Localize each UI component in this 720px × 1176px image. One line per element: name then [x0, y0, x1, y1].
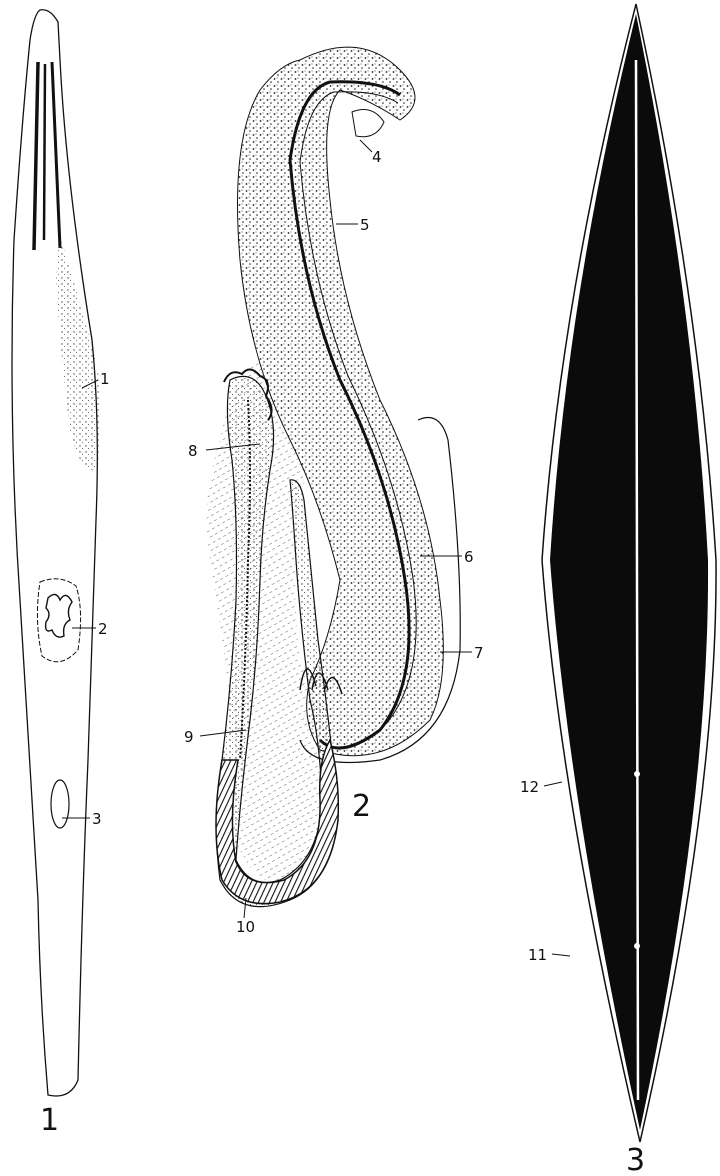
stylet-center [44, 64, 45, 240]
leader-line-4 [360, 140, 372, 152]
figure-1-worm: 1 2 3 1 [12, 10, 110, 1138]
oval-organ [51, 780, 69, 828]
callout-12: 12 [520, 778, 539, 796]
figure-2-label: 2 [352, 789, 371, 824]
figure-3-spindle: 11 12 3 [520, 4, 716, 1176]
callout-3: 3 [92, 810, 102, 828]
callout-1: 1 [100, 370, 110, 388]
callout-9: 9 [184, 728, 194, 746]
figure-1-label: 1 [40, 1103, 59, 1138]
leader-line-12 [544, 782, 562, 786]
callout-11: 11 [528, 946, 547, 964]
callout-7: 7 [474, 644, 484, 662]
callout-2: 2 [98, 620, 108, 638]
callout-6: 6 [464, 548, 474, 566]
callout-5: 5 [360, 216, 370, 234]
callout-10: 10 [236, 918, 255, 936]
spindle-pore-upper [634, 771, 640, 777]
leader-line-11 [552, 954, 570, 956]
spindle-body [550, 14, 708, 1130]
figure-3-label: 3 [626, 1143, 645, 1176]
worm-body-outline [12, 10, 97, 1096]
callout-4: 4 [372, 148, 382, 166]
callout-8: 8 [188, 442, 198, 460]
figure-2-section: 4 5 6 7 8 9 10 2 [184, 47, 484, 936]
spindle-pore-lower [634, 943, 640, 949]
head-opening [352, 110, 384, 137]
